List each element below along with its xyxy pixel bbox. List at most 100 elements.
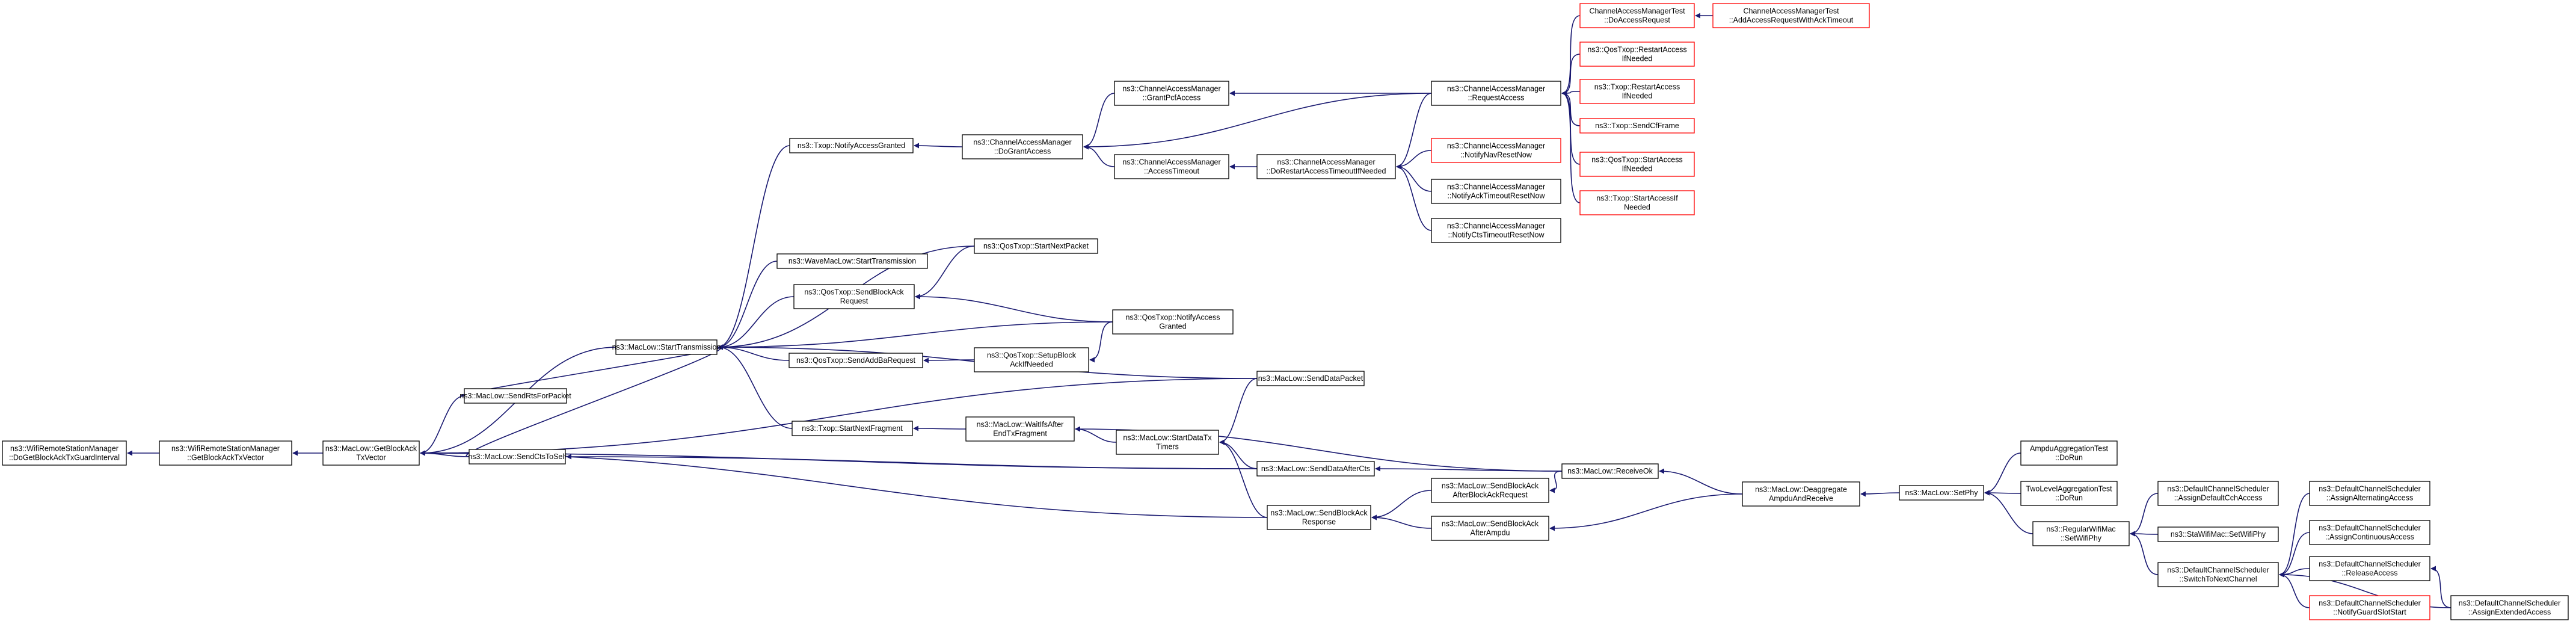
node-dcsngss[interactable]: ns3::DefaultChannelScheduler::NotifyGuar… bbox=[2309, 595, 2430, 620]
node-camnctrn[interactable]: ns3::ChannelAccessManager::NotifyCtsTime… bbox=[1431, 218, 1561, 243]
node-label-line: EndTxFragment bbox=[993, 430, 1047, 438]
node-dcsadca[interactable]: ns3::DefaultChannelScheduler::AssignDefa… bbox=[2157, 481, 2279, 506]
node-label-line: ns3::QosTxop::SendBlockAck bbox=[804, 288, 904, 297]
node-aatdr[interactable]: AmpduAggregationTest::DoRun bbox=[2020, 440, 2118, 466]
node-label-line: ns3::ChannelAccessManager bbox=[973, 138, 1071, 147]
node-dcsra[interactable]: ns3::DefaultChannelScheduler::ReleaseAcc… bbox=[2309, 556, 2430, 581]
node-label-line: ns3::QosTxop::StartAccess bbox=[1591, 156, 1682, 164]
node-tscf[interactable]: ns3::Txop::SendCfFrame bbox=[1579, 118, 1695, 134]
edge-camgpa-to-camdga bbox=[1083, 93, 1115, 150]
node-tlatdr[interactable]: TwoLevelAggregationTest::DoRun bbox=[2020, 481, 2118, 506]
node-sdac[interactable]: ns3::MacLow::SendDataAfterCts bbox=[1256, 461, 1375, 477]
node-box bbox=[1431, 138, 1561, 163]
node-camgpa[interactable]: ns3::ChannelAccessManager::GrantPcfAcces… bbox=[1114, 81, 1229, 106]
node-swmswp[interactable]: ns3::StaWifiMac::SetWifiPhy bbox=[2157, 526, 2279, 542]
edge-sbaabar-to-sbar bbox=[1371, 490, 1432, 520]
node-label-line: ::RequestAccess bbox=[1468, 94, 1525, 102]
node-dcsstnc[interactable]: ns3::DefaultChannelScheduler::SwitchToNe… bbox=[2157, 562, 2279, 587]
node-label-line: IfNeeded bbox=[1622, 165, 1653, 173]
node-dcsaca[interactable]: ns3::DefaultChannelScheduler::AssignCont… bbox=[2309, 520, 2430, 545]
node-box bbox=[1899, 485, 1984, 501]
node-label-line: AfterAmpdu bbox=[1470, 529, 1510, 537]
node-label-line: ns3::DefaultChannelScheduler bbox=[2167, 566, 2269, 575]
node-label-line: ns3::ChannelAccessManager bbox=[1122, 158, 1220, 167]
node-tsnf[interactable]: ns3::Txop::StartNextFragment bbox=[792, 421, 913, 436]
node-dcsaaa[interactable]: ns3::DefaultChannelScheduler::AssignAlte… bbox=[2309, 481, 2430, 506]
node-n1[interactable]: ns3::WifiRemoteStationManager::GetBlockA… bbox=[159, 440, 292, 466]
node-qsnp[interactable]: ns3::QosTxop::StartNextPacket bbox=[974, 238, 1098, 254]
node-n2[interactable]: ns3::MacLow::GetBlockAckTxVector bbox=[322, 440, 420, 466]
edge-sbaaa-to-sbar bbox=[1371, 514, 1432, 529]
node-tnag[interactable]: ns3::Txop::NotifyAccessGranted bbox=[789, 138, 914, 153]
node-box bbox=[2309, 520, 2430, 545]
node-camtaar[interactable]: ChannelAccessManagerTest::AddAccessReque… bbox=[1712, 3, 1870, 28]
node-rts[interactable]: ns3::MacLow::SendRtsForPacket bbox=[460, 388, 571, 404]
edge-dcsstnc-to-rwmswp bbox=[2130, 531, 2159, 575]
node-box bbox=[1431, 478, 1549, 503]
node-sdp[interactable]: ns3::MacLow::SendDataPacket bbox=[1256, 371, 1365, 386]
node-camdga[interactable]: ns3::ChannelAccessManager::DoGrantAccess bbox=[962, 134, 1083, 159]
node-label-line: ::AssignContinuousAccess bbox=[2325, 533, 2414, 542]
node-label-line: ns3::QosTxop::SetupBlock bbox=[987, 351, 1077, 360]
node-camnnrn[interactable]: ns3::ChannelAccessManager::NotifyNavRese… bbox=[1431, 138, 1561, 163]
node-st[interactable]: ns3::MacLow::StartTransmission bbox=[612, 339, 721, 355]
node-label-line: ::GetBlockAckTxVector bbox=[187, 454, 264, 462]
edge-qsab-to-st bbox=[718, 344, 790, 361]
node-label-line: ::NotifyNavResetNow bbox=[1460, 151, 1532, 159]
node-camdrat[interactable]: ns3::ChannelAccessManager::DoRestartAcce… bbox=[1256, 154, 1396, 179]
node-box bbox=[2309, 595, 2430, 620]
node-box bbox=[965, 416, 1075, 442]
node-root[interactable]: ns3::WifiRemoteStationManager::DoGetBloc… bbox=[2, 440, 127, 466]
node-qsab[interactable]: ns3::QosTxop::SendAddBaRequest bbox=[788, 353, 923, 368]
node-label-line: ns3::QosTxop::StartNextPacket bbox=[983, 242, 1089, 250]
node-box bbox=[469, 449, 566, 465]
edge-qnag-to-qsbar bbox=[915, 294, 1113, 323]
node-camra[interactable]: ns3::ChannelAccessManager::RequestAccess bbox=[1431, 81, 1561, 106]
node-wave[interactable]: ns3::WaveMacLow::StartTransmission bbox=[776, 253, 928, 269]
edge-dcsaaa-to-dcsstnc bbox=[2279, 493, 2310, 578]
call-nodes: ns3::WifiRemoteStationManager::DoGetBloc… bbox=[2, 3, 2569, 620]
node-label-line: ns3::MacLow::SendDataPacket bbox=[1258, 374, 1363, 383]
node-label-line: ns3::ChannelAccessManager bbox=[1447, 183, 1545, 191]
node-camtdar[interactable]: ChannelAccessManagerTest::DoAccessReques… bbox=[1579, 3, 1695, 28]
edge-sdtt-to-wiaef bbox=[1075, 426, 1117, 443]
node-label-line: TxVector bbox=[356, 454, 386, 462]
node-box bbox=[2157, 562, 2279, 587]
node-label-line: ::DoGetBlockAckTxGuardInterval bbox=[9, 454, 120, 462]
edge-wiaef-to-tsnf bbox=[913, 425, 967, 431]
node-setphy[interactable]: ns3::MacLow::SetPhy bbox=[1899, 485, 1984, 501]
node-label-line: ns3::MacLow::SendDataAfterCts bbox=[1261, 465, 1370, 473]
node-camnatrn[interactable]: ns3::ChannelAccessManager::NotifyAckTime… bbox=[1431, 179, 1561, 204]
node-box bbox=[793, 284, 915, 309]
node-box bbox=[1561, 463, 1659, 479]
node-box bbox=[1116, 430, 1219, 455]
node-label-line: ns3::MacLow::SendBlockAck bbox=[1442, 482, 1539, 490]
node-label-line: ::AssignAlternatingAccess bbox=[2326, 494, 2414, 502]
node-box bbox=[1431, 218, 1561, 243]
node-dcsaea[interactable]: ns3::DefaultChannelScheduler::AssignExte… bbox=[2450, 595, 2569, 620]
node-qnag[interactable]: ns3::QosTxop::NotifyAccessGranted bbox=[1112, 309, 1234, 335]
node-box bbox=[1579, 118, 1695, 134]
node-label-line: ns3::MacLow::WaitIfsAfter bbox=[977, 421, 1064, 429]
edge-sdp-to-sdtt bbox=[1219, 378, 1258, 445]
node-label-line: ::AssignExtendedAccess bbox=[2468, 608, 2551, 617]
node-sbaabar[interactable]: ns3::MacLow::SendBlockAckAfterBlockAckRe… bbox=[1431, 478, 1549, 503]
node-box bbox=[2020, 440, 2118, 466]
node-camat[interactable]: ns3::ChannelAccessManager::AccessTimeout bbox=[1114, 154, 1229, 179]
node-box bbox=[2450, 595, 2569, 620]
node-label-line: ns3::DefaultChannelScheduler bbox=[2319, 599, 2421, 608]
node-rwmswp[interactable]: ns3::RegularWifiMac::SetWifiPhy bbox=[2032, 521, 2130, 546]
node-cts[interactable]: ns3::MacLow::SendCtsToSelf bbox=[468, 449, 567, 465]
node-rok[interactable]: ns3::MacLow::ReceiveOk bbox=[1561, 463, 1659, 479]
